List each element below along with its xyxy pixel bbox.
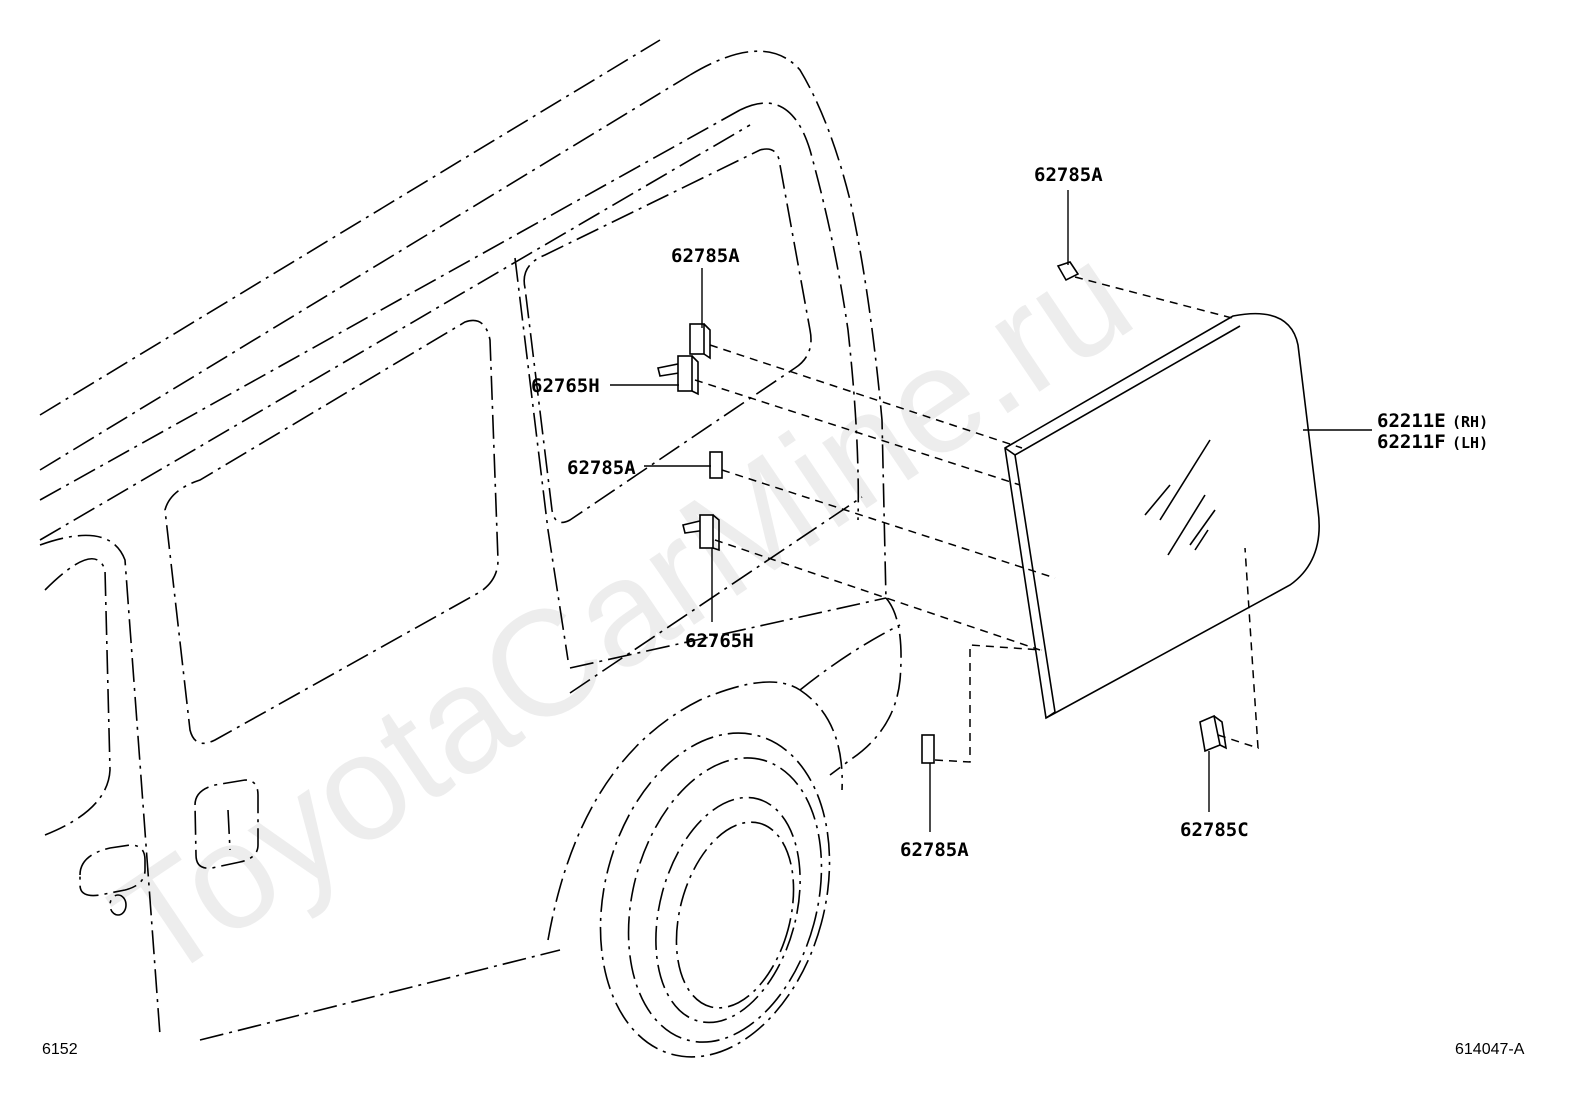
corner-code-left: 6152 xyxy=(42,1041,78,1058)
vehicle-body-outline xyxy=(39,39,902,1041)
label-stud-upper: 62765H xyxy=(531,375,600,397)
label-glass-rh: 62211E xyxy=(1377,410,1446,432)
stud-lower xyxy=(682,514,720,552)
install-guide-lines xyxy=(694,276,1259,763)
label-clip-bottom: 62785A xyxy=(900,839,969,861)
label-stud-lower: 62765H xyxy=(685,630,754,652)
label-glass-lh: 62211F xyxy=(1377,431,1446,453)
label-glass-lh-suffix: (LH) xyxy=(1452,434,1488,452)
rear-wheel xyxy=(547,681,843,1058)
clip-upper xyxy=(689,323,711,360)
label-clip-top-right: 62785A xyxy=(1034,164,1103,186)
clip-bottom xyxy=(921,734,935,764)
label-glass-rh-suffix: (RH) xyxy=(1452,413,1488,431)
label-clip-upper: 62785A xyxy=(671,245,740,267)
clip-top-right xyxy=(1056,261,1080,282)
clip-middle xyxy=(709,451,723,479)
corner-code-right: 614047-A xyxy=(1455,1041,1525,1058)
label-clip-c: 62785C xyxy=(1180,819,1249,841)
clip-c xyxy=(1199,714,1228,753)
label-clip-middle: 62785A xyxy=(567,457,636,479)
leader-lines xyxy=(610,190,1372,832)
watermark: ToyotaCarMine.ru xyxy=(84,210,1159,1011)
quarter-window-glass xyxy=(1004,312,1320,720)
stud-upper xyxy=(657,355,699,396)
